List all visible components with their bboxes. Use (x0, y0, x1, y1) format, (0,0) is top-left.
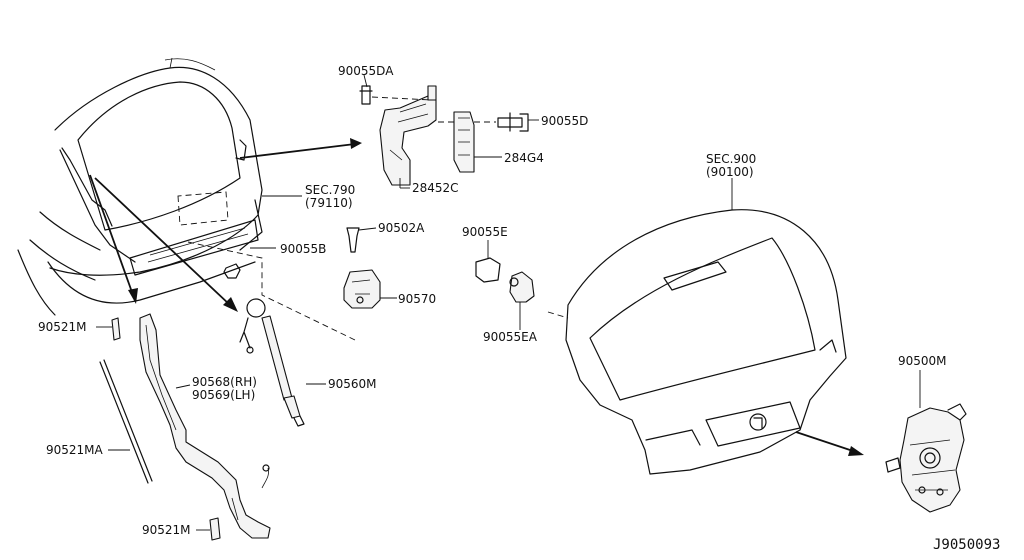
label-sec-900: SEC.900 (706, 152, 756, 166)
arrow-to-stay (94, 177, 231, 306)
vehicle-rear-body (17, 57, 263, 316)
label-90569: 90569(LH) (192, 388, 255, 402)
back-door-panel (547, 178, 847, 475)
label-90521MA: 90521MA (46, 443, 104, 457)
arrow-to-lock (795, 431, 857, 453)
label-sec-790: SEC.790 (305, 183, 355, 197)
gas-stay-90560M (239, 298, 326, 427)
label-90500M: 90500M (898, 354, 947, 368)
dash-leader-90055B (187, 241, 356, 341)
back-door-lock-90500M (885, 370, 967, 513)
nut-90055B (223, 247, 276, 279)
moulding-90521M-top (96, 317, 121, 341)
label-90521M-bottom: 90521M (142, 523, 191, 537)
moulding-90521MA (99, 359, 153, 484)
diagram-reference-code: J9050093 (933, 537, 1000, 553)
arrow-to-hinge (239, 143, 356, 159)
label-90055E: 90055E (462, 225, 508, 239)
dash-leader-door (547, 311, 569, 319)
label-90502A: 90502A (378, 221, 425, 235)
label-90055D: 90055D (541, 114, 588, 128)
hinge-bracket-90568 (139, 313, 271, 539)
clips-90055E (475, 240, 535, 330)
hinge-assembly (359, 74, 539, 189)
label-sec-900-sub: (90100) (706, 165, 754, 179)
label-90055DA: 90055DA (338, 64, 394, 78)
label-sec-790-sub: (79110) (305, 196, 353, 210)
label-90055B: 90055B (280, 242, 326, 256)
label-90055EA: 90055EA (483, 330, 538, 344)
label-90570: 90570 (398, 292, 436, 306)
arrow-to-hinge-bracket (89, 174, 134, 296)
striker-assembly (343, 227, 397, 309)
label-90560M: 90560M (328, 377, 377, 391)
label-28452C: 28452C (412, 181, 459, 195)
label-284G4: 284G4 (504, 151, 544, 165)
label-90521M-top: 90521M (38, 320, 87, 334)
moulding-90521M-bottom (196, 517, 221, 541)
label-90568: 90568(RH) (192, 375, 257, 389)
